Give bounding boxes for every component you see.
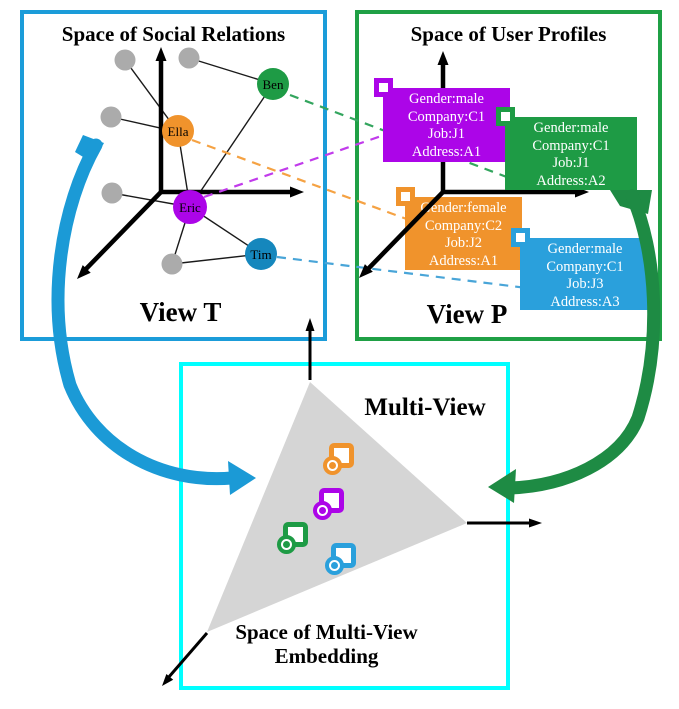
card-line: Gender:male: [547, 241, 623, 257]
card-corner-icon-blue: [511, 228, 530, 247]
marker-dot: [318, 506, 326, 514]
view-t-title: Space of Social Relations: [61, 22, 286, 46]
card-line: Address:A1: [411, 143, 482, 160]
card-line: Job:J2: [444, 235, 483, 251]
marker-ring-icon: [323, 456, 342, 475]
embedding-marker-orange: [323, 443, 355, 476]
card-line: Address:A2: [536, 172, 606, 189]
marker-dot: [282, 540, 290, 548]
card-line: Company:C1: [532, 137, 610, 154]
profile-card-ella: Gender:female Company:C2 Job:J2 Address:…: [405, 197, 522, 270]
card-line: Gender:female: [420, 200, 507, 216]
card-corner-icon-green: [496, 107, 515, 126]
marker-ring-icon: [313, 501, 332, 520]
view-p-label: View P: [426, 299, 508, 329]
card-line: Company:C2: [424, 217, 503, 234]
card-line: Company:C1: [407, 108, 486, 125]
multi-view-title: Multi-View: [364, 394, 486, 421]
card-line: Gender:male: [533, 120, 609, 136]
view-t-box: Space of Social Relations View T: [20, 10, 327, 341]
marker-ring-icon: [277, 535, 296, 554]
card-line: Company:C1: [546, 258, 624, 275]
marker-ring-icon: [325, 556, 344, 575]
profile-card-ben: Gender:male Company:C1 Job:J1 Address:A2: [505, 117, 637, 190]
card-corner-icon-orange: [396, 187, 415, 206]
card-line: Address:A3: [550, 293, 620, 310]
multi-view-box: [179, 362, 510, 690]
embedding-marker-purple: [313, 488, 345, 521]
card-line: Gender:male: [409, 91, 484, 107]
embedding-marker-green: [277, 522, 309, 555]
marker-dot: [328, 461, 336, 469]
card-line: Job:J1: [552, 155, 590, 171]
marker-dot: [330, 561, 338, 569]
card-line: Job:J3: [566, 276, 604, 292]
card-line: Address:A1: [428, 252, 499, 269]
multi-view-caption: Space of Multi-View Embedding: [209, 620, 444, 668]
multi-view-caption-line2: Embedding: [274, 644, 379, 668]
multi-view-caption-line1: Space of Multi-View: [235, 620, 418, 644]
card-line: Job:J1: [427, 126, 466, 142]
embedding-marker-blue: [325, 543, 357, 576]
profile-card-eric: Gender:male Company:C1 Job:J1 Address:A1: [383, 88, 510, 162]
view-t-label: View T: [139, 297, 222, 327]
view-p-title: Space of User Profiles: [410, 22, 607, 46]
profile-card-tim: Gender:male Company:C1 Job:J3 Address:A3: [520, 238, 650, 310]
card-corner-icon-purple: [374, 78, 393, 97]
